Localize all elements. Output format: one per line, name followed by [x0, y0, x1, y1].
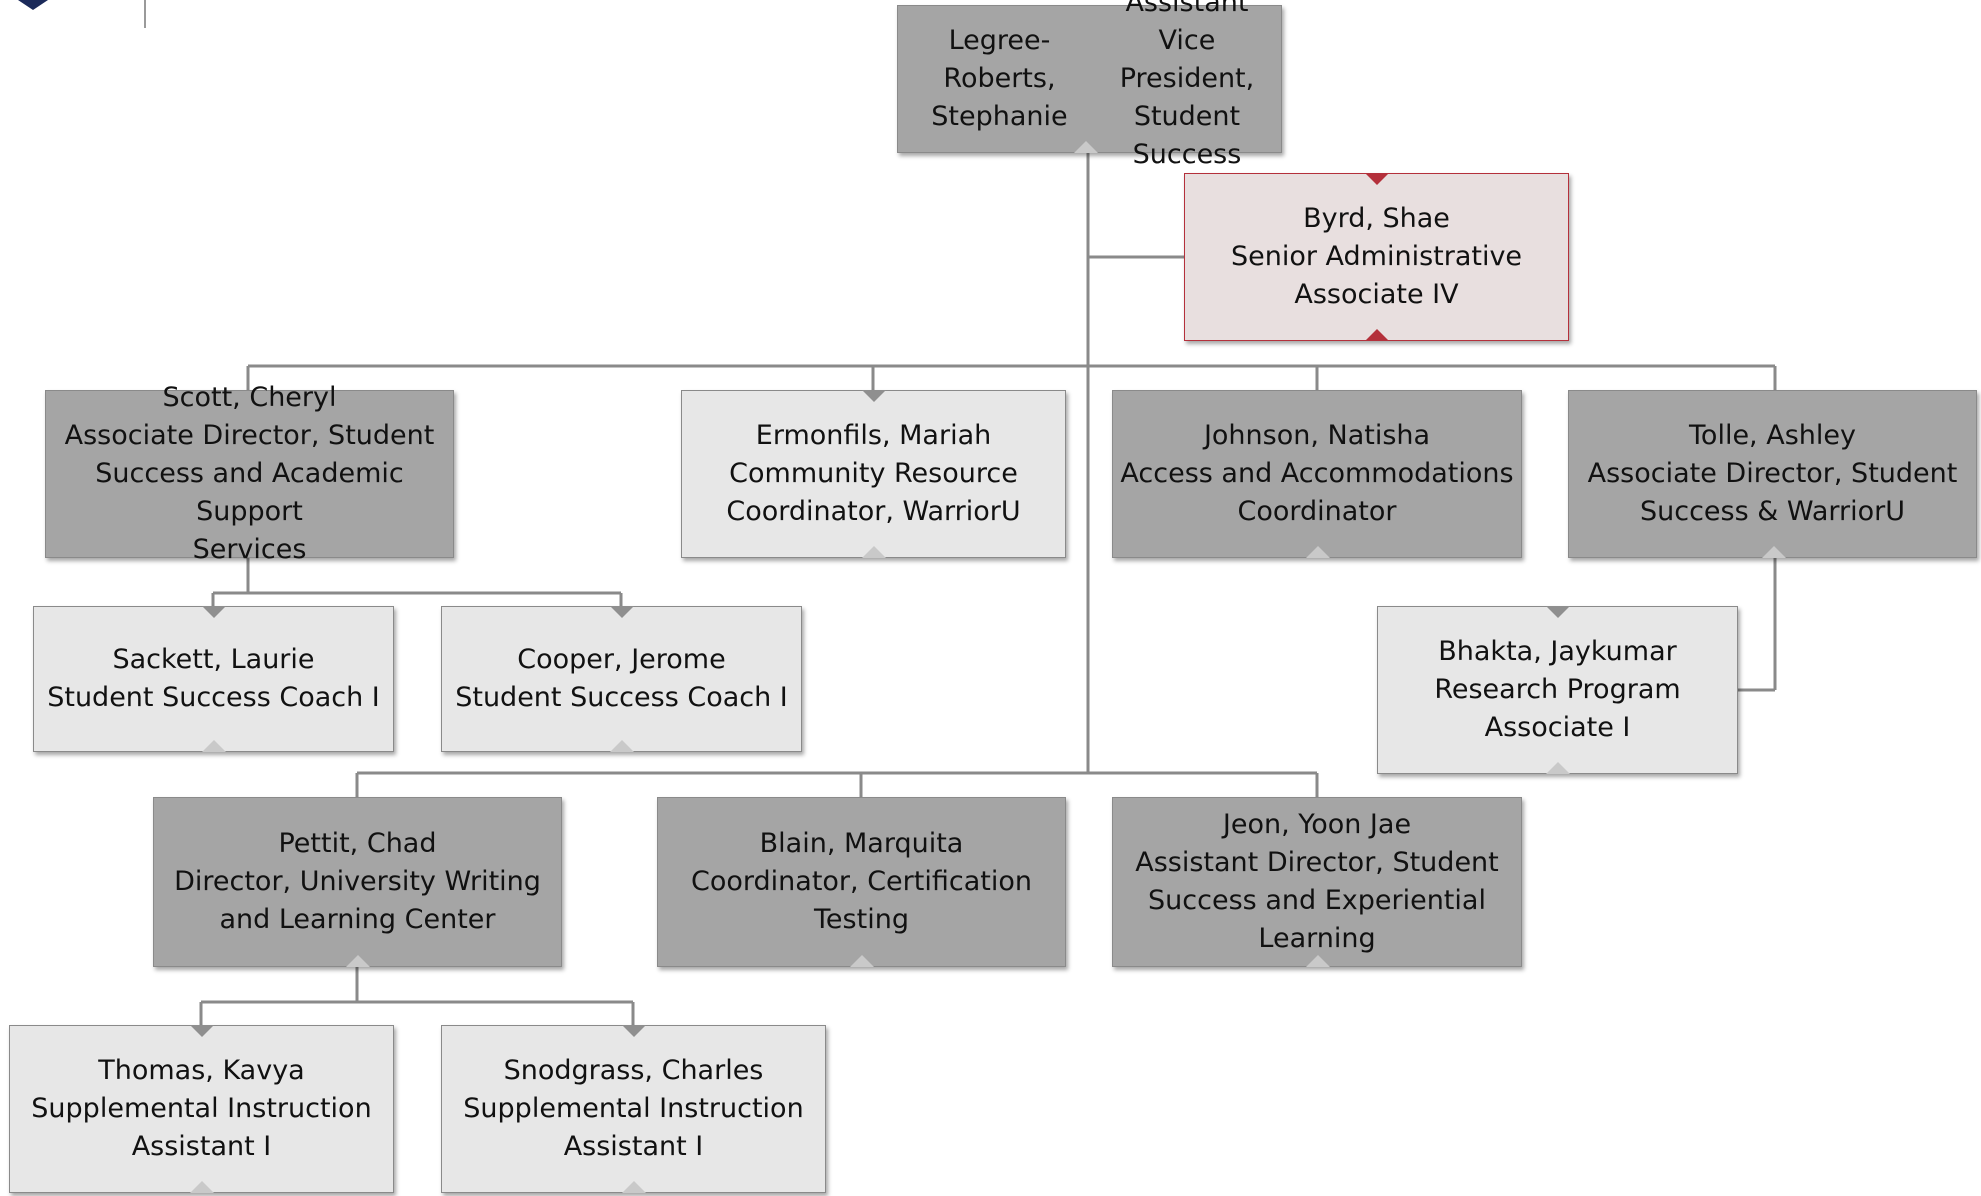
node-title: Research Program Associate I: [1434, 674, 1681, 743]
node-name: Byrd, Shae: [1303, 203, 1450, 234]
node-name: Bhakta, Jaykumar: [1438, 636, 1677, 667]
node-name: Sackett, Laurie: [112, 644, 315, 675]
node-jeon-yoon-jae[interactable]: Jeon, Yoon Jae Assistant Director, Stude…: [1112, 797, 1522, 967]
node-pettit-chad[interactable]: Pettit, Chad Director, University Writin…: [153, 797, 562, 967]
node-name: Ermonfils, Mariah: [755, 420, 992, 451]
node-title: Coordinator, Certification Testing: [691, 866, 1032, 935]
node-name: Blain, Marquita: [759, 828, 964, 859]
node-name: Scott, Cheryl: [162, 382, 337, 413]
node-title: Supplemental Instruction Assistant I: [31, 1093, 372, 1162]
node-title: Student Success Coach I: [455, 682, 788, 713]
node-name: Snodgrass, Charles: [503, 1055, 764, 1086]
university-logo: [18, 0, 146, 28]
node-sackett-laurie[interactable]: Sackett, Laurie Student Success Coach I: [33, 606, 394, 752]
node-title: Director, University Writing and Learnin…: [174, 866, 541, 935]
node-snodgrass-charles[interactable]: Snodgrass, Charles Supplemental Instruct…: [441, 1025, 826, 1193]
node-name: Cooper, Jerome: [517, 644, 726, 675]
node-name: Jeon, Yoon Jae: [1222, 809, 1412, 840]
node-name: Johnson, Natisha: [1203, 420, 1431, 451]
node-title: Student Success Coach I: [47, 682, 380, 713]
node-title: Assistant Director, Student Success and …: [1135, 847, 1499, 954]
node-ermonfils-mariah[interactable]: Ermonfils, Mariah Community Resource Coo…: [681, 390, 1066, 558]
node-name: Thomas, Kavya: [98, 1055, 305, 1086]
node-title: Senior Administrative Associate IV: [1230, 241, 1523, 310]
node-byrd-shae[interactable]: Byrd, Shae Senior Administrative Associa…: [1184, 173, 1569, 341]
node-title: Supplemental Instruction Assistant I: [463, 1093, 804, 1162]
node-legree-roberts-stephanie[interactable]: Legree-Roberts, Stephanie Assistant Vice…: [897, 0, 1282, 170]
node-blain-marquita[interactable]: Blain, Marquita Coordinator, Certificati…: [657, 797, 1066, 967]
node-title: Access and Accommodations Coordinator: [1120, 458, 1514, 527]
node-name: Tolle, Ashley: [1689, 420, 1856, 451]
node-cooper-jerome[interactable]: Cooper, Jerome Student Success Coach I: [441, 606, 802, 752]
node-title: Assistant Vice President, Student Succes…: [1119, 0, 1255, 170]
node-scott-cheryl[interactable]: Scott, Cheryl Associate Director, Studen…: [45, 382, 454, 565]
node-thomas-kavya[interactable]: Thomas, Kavya Supplemental Instruction A…: [9, 1025, 394, 1193]
node-johnson-natisha[interactable]: Johnson, Natisha Access and Accommodatio…: [1112, 390, 1522, 558]
node-title: Community Resource Coordinator, WarriorU: [726, 458, 1021, 527]
node-title: Associate Director, Student Success & Wa…: [1587, 458, 1958, 527]
node-bhakta-jaykumar[interactable]: Bhakta, Jaykumar Research Program Associ…: [1377, 606, 1738, 774]
node-tolle-ashley[interactable]: Tolle, Ashley Associate Director, Studen…: [1568, 390, 1977, 558]
node-title: Associate Director, Student Success and …: [64, 420, 435, 565]
node-name: Pettit, Chad: [278, 828, 437, 859]
node-name: Legree-Roberts, Stephanie: [931, 25, 1068, 132]
